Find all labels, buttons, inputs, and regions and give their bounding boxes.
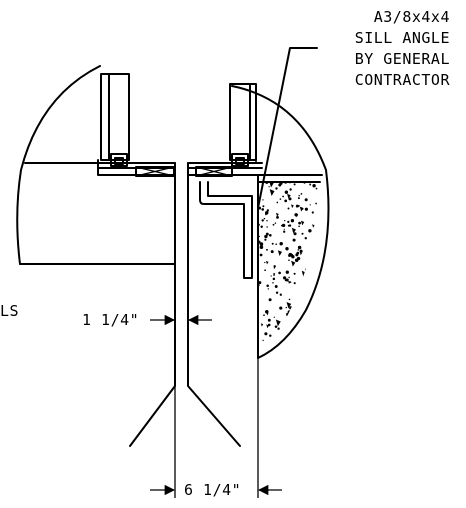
left-window-frame — [97, 73, 176, 176]
callout-line-3: BY GENERAL — [355, 50, 450, 68]
callout-line-2: SILL ANGLE — [355, 29, 450, 47]
concrete-fill — [257, 174, 323, 359]
left-detail-arc — [16, 65, 101, 265]
callout-leader — [257, 47, 318, 209]
overall-width-label: 6 1/4" — [184, 481, 241, 499]
right-wall-line — [187, 162, 241, 447]
left-wall-line — [129, 162, 176, 447]
callout-line-1: A3/8x4x4 — [374, 8, 450, 26]
sill-angle — [199, 181, 253, 279]
inner-gap-label: 1 1/4" — [82, 311, 139, 329]
right-window-frame — [187, 83, 263, 176]
left-partial-label: LS — [0, 302, 19, 320]
overall-width-dimension: 6 1/4" — [150, 358, 282, 499]
inner-gap-dimension: 1 1/4" — [82, 311, 212, 329]
right-detail-arc — [231, 85, 330, 359]
right-wood-blocking — [195, 166, 233, 177]
callout-line-4: CONTRACTOR — [355, 71, 451, 89]
